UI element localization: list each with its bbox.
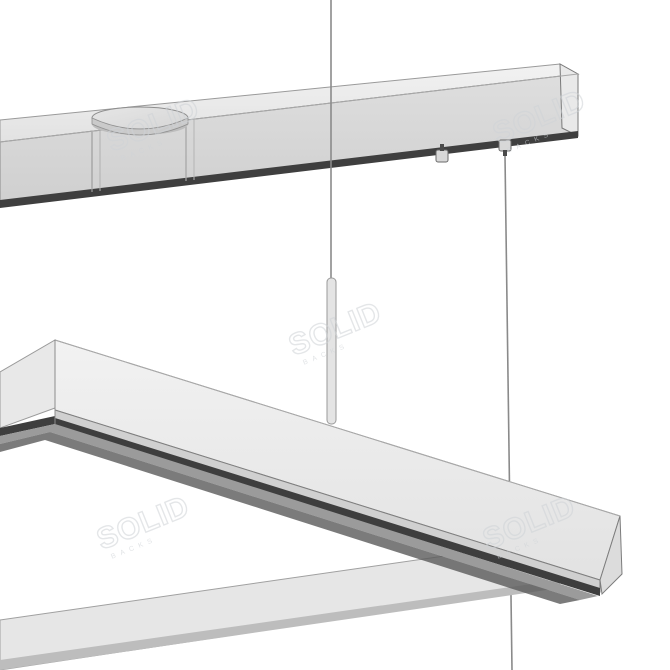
cable-sleeve bbox=[326, 277, 337, 425]
frame-lower-shadow bbox=[0, 580, 560, 670]
frame-dark-edge bbox=[55, 418, 600, 596]
frame-top-edge bbox=[54, 339, 621, 517]
cable-clamp-left bbox=[435, 144, 449, 163]
frame-dark-edge-left bbox=[0, 416, 55, 436]
cable-clamp-right bbox=[498, 139, 512, 156]
rail-top-edge bbox=[0, 73, 579, 143]
frame-diffuser-inner bbox=[0, 432, 580, 604]
rail-bottom-edge bbox=[0, 131, 578, 208]
ceiling-rail bbox=[0, 63, 580, 208]
frame-diffuser bbox=[0, 424, 598, 600]
frame-end-face bbox=[599, 515, 623, 596]
rectangular-frame bbox=[0, 339, 623, 670]
watermark-4: SOLID BACKS bbox=[92, 489, 195, 561]
watermark-3: SOLID BACKS bbox=[284, 295, 387, 367]
canopy-disk bbox=[91, 106, 189, 136]
frame-left-arm-top bbox=[0, 339, 56, 429]
